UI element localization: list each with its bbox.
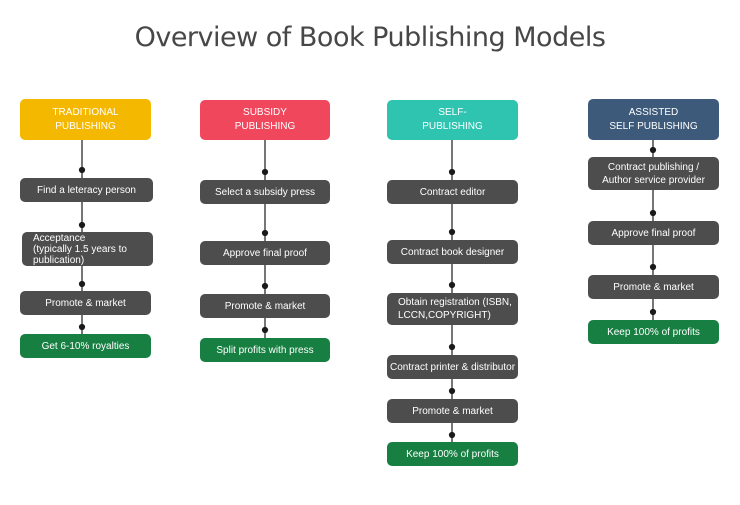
- connector-dot: [78, 221, 86, 229]
- step-select-subsidy-press: Select a subsidy press: [200, 180, 330, 204]
- connector-dot: [649, 209, 657, 217]
- header-assisted-self-publishing: ASSISTED SELF PUBLISHING: [588, 99, 719, 140]
- connector-dot: [261, 229, 269, 237]
- result-keep-profits: Keep 100% of profits: [588, 320, 719, 344]
- connector-dot: [78, 280, 86, 288]
- step-promote-market: Promote & market: [387, 399, 518, 423]
- header-traditional-publishing: TRADITIONAL PUBLISHING: [20, 99, 151, 140]
- result-split-profits: Split profits with press: [200, 338, 330, 362]
- step-contract-printer-distributor: Contract printer & distributor: [387, 355, 518, 379]
- diagram-title: Overview of Book Publishing Models: [134, 22, 606, 53]
- connector-dot: [448, 281, 456, 289]
- step-find-literary-person: Find a leteracy person: [20, 178, 153, 202]
- result-royalties: Get 6-10% royalties: [20, 334, 151, 358]
- connector-dot: [649, 308, 657, 316]
- step-contract-publishing-provider: Contract publishing / Author service pro…: [588, 157, 719, 190]
- connector-dot: [448, 168, 456, 176]
- step-approve-final-proof: Approve final proof: [588, 221, 719, 245]
- step-promote-market: Promote & market: [200, 294, 330, 318]
- connector-dot: [448, 431, 456, 439]
- step-acceptance: Acceptance (typically 1.5 years to publi…: [22, 232, 153, 266]
- step-promote-market: Promote & market: [588, 275, 719, 299]
- step-promote-market: Promote & market: [20, 291, 151, 315]
- connector-dot: [261, 326, 269, 334]
- connector-dot: [78, 166, 86, 174]
- step-obtain-registration: Obtain registration (ISBN, LCCN,COPYRIGH…: [387, 293, 518, 325]
- header-self-publishing: SELF- PUBLISHING: [387, 100, 518, 140]
- connector-dot: [649, 146, 657, 154]
- header-subsidy-publishing: SUBSIDY PUBLISHING: [200, 100, 330, 140]
- connector-dot: [261, 168, 269, 176]
- connector-dot: [448, 343, 456, 351]
- connector-dot: [448, 387, 456, 395]
- connector-dot: [261, 282, 269, 290]
- connector-dot: [448, 228, 456, 236]
- connector-dot: [78, 323, 86, 331]
- step-contract-editor: Contract editor: [387, 180, 518, 204]
- connector-dot: [649, 263, 657, 271]
- result-keep-profits: Keep 100% of profits: [387, 442, 518, 466]
- step-approve-final-proof: Approve final proof: [200, 241, 330, 265]
- step-contract-book-designer: Contract book designer: [387, 240, 518, 264]
